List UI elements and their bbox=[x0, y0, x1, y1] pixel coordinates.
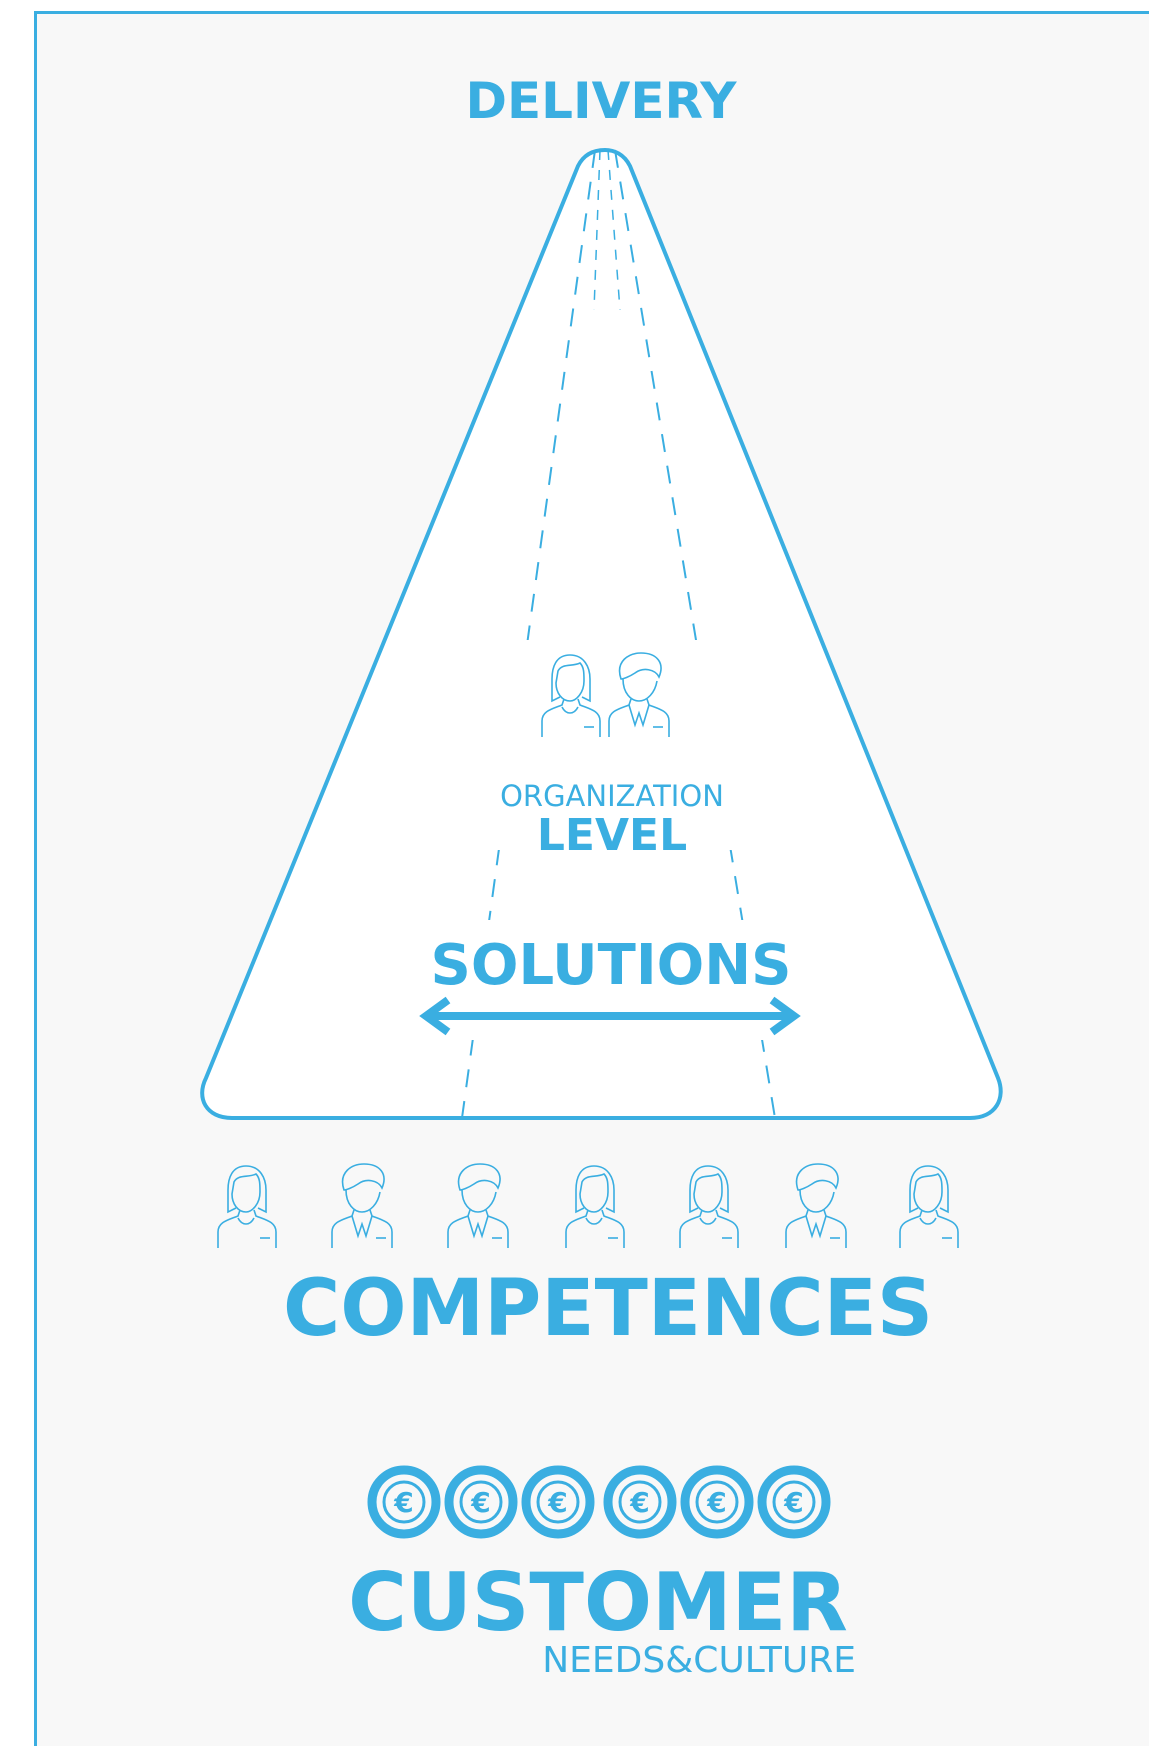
svg-text:€: € bbox=[470, 1486, 490, 1519]
woman-icon bbox=[679, 1165, 739, 1249]
dashed-beam-inner-right bbox=[607, 149, 621, 311]
woman-icon bbox=[565, 1165, 625, 1249]
euro-coin-icon: € bbox=[685, 1470, 749, 1534]
pyramid-shape bbox=[200, 148, 1003, 1120]
euro-coin-icon: € bbox=[762, 1470, 826, 1534]
level-label: LEVEL bbox=[537, 810, 687, 861]
svg-text:€: € bbox=[629, 1486, 649, 1519]
man-icon bbox=[447, 1163, 509, 1249]
woman-icon bbox=[217, 1165, 277, 1249]
euro-coin-icon: € bbox=[449, 1470, 513, 1534]
man-icon bbox=[331, 1163, 393, 1249]
euro-coins-row: € € € € € € bbox=[372, 1470, 826, 1534]
svg-text:€: € bbox=[706, 1486, 726, 1519]
svg-text:€: € bbox=[783, 1486, 803, 1519]
svg-text:€: € bbox=[547, 1486, 567, 1519]
woman-icon bbox=[899, 1165, 959, 1249]
competences-label: COMPETENCES bbox=[283, 1264, 933, 1354]
euro-coin-icon: € bbox=[372, 1470, 436, 1534]
needs-culture-label: NEEDS&CULTURE bbox=[542, 1640, 856, 1681]
dashed-beam-inner-left bbox=[593, 149, 601, 311]
man-icon bbox=[785, 1163, 847, 1249]
svg-text:€: € bbox=[393, 1486, 413, 1519]
delivery-title: DELIVERY bbox=[466, 72, 738, 130]
competence-people-row bbox=[217, 1163, 959, 1249]
label-backdrop bbox=[470, 640, 740, 850]
euro-coin-icon: € bbox=[526, 1470, 590, 1534]
solutions-label: SOLUTIONS bbox=[431, 933, 792, 998]
double-arrow-icon bbox=[419, 996, 801, 1036]
organization-label: ORGANIZATION bbox=[500, 779, 724, 813]
customer-label: CUSTOMER bbox=[348, 1556, 848, 1649]
euro-coin-icon: € bbox=[608, 1470, 672, 1534]
